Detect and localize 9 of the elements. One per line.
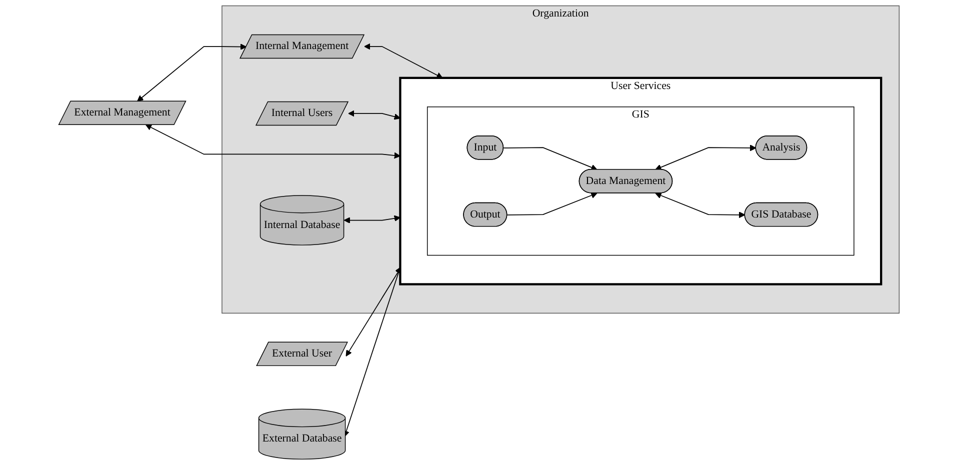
arrow <box>137 44 247 102</box>
arrow <box>655 144 756 170</box>
arrow <box>655 192 746 218</box>
arrow <box>145 124 400 159</box>
arrow <box>348 110 400 120</box>
arrow <box>503 147 598 170</box>
arrow <box>344 215 400 224</box>
arrow <box>506 192 598 216</box>
arrow <box>364 43 443 78</box>
